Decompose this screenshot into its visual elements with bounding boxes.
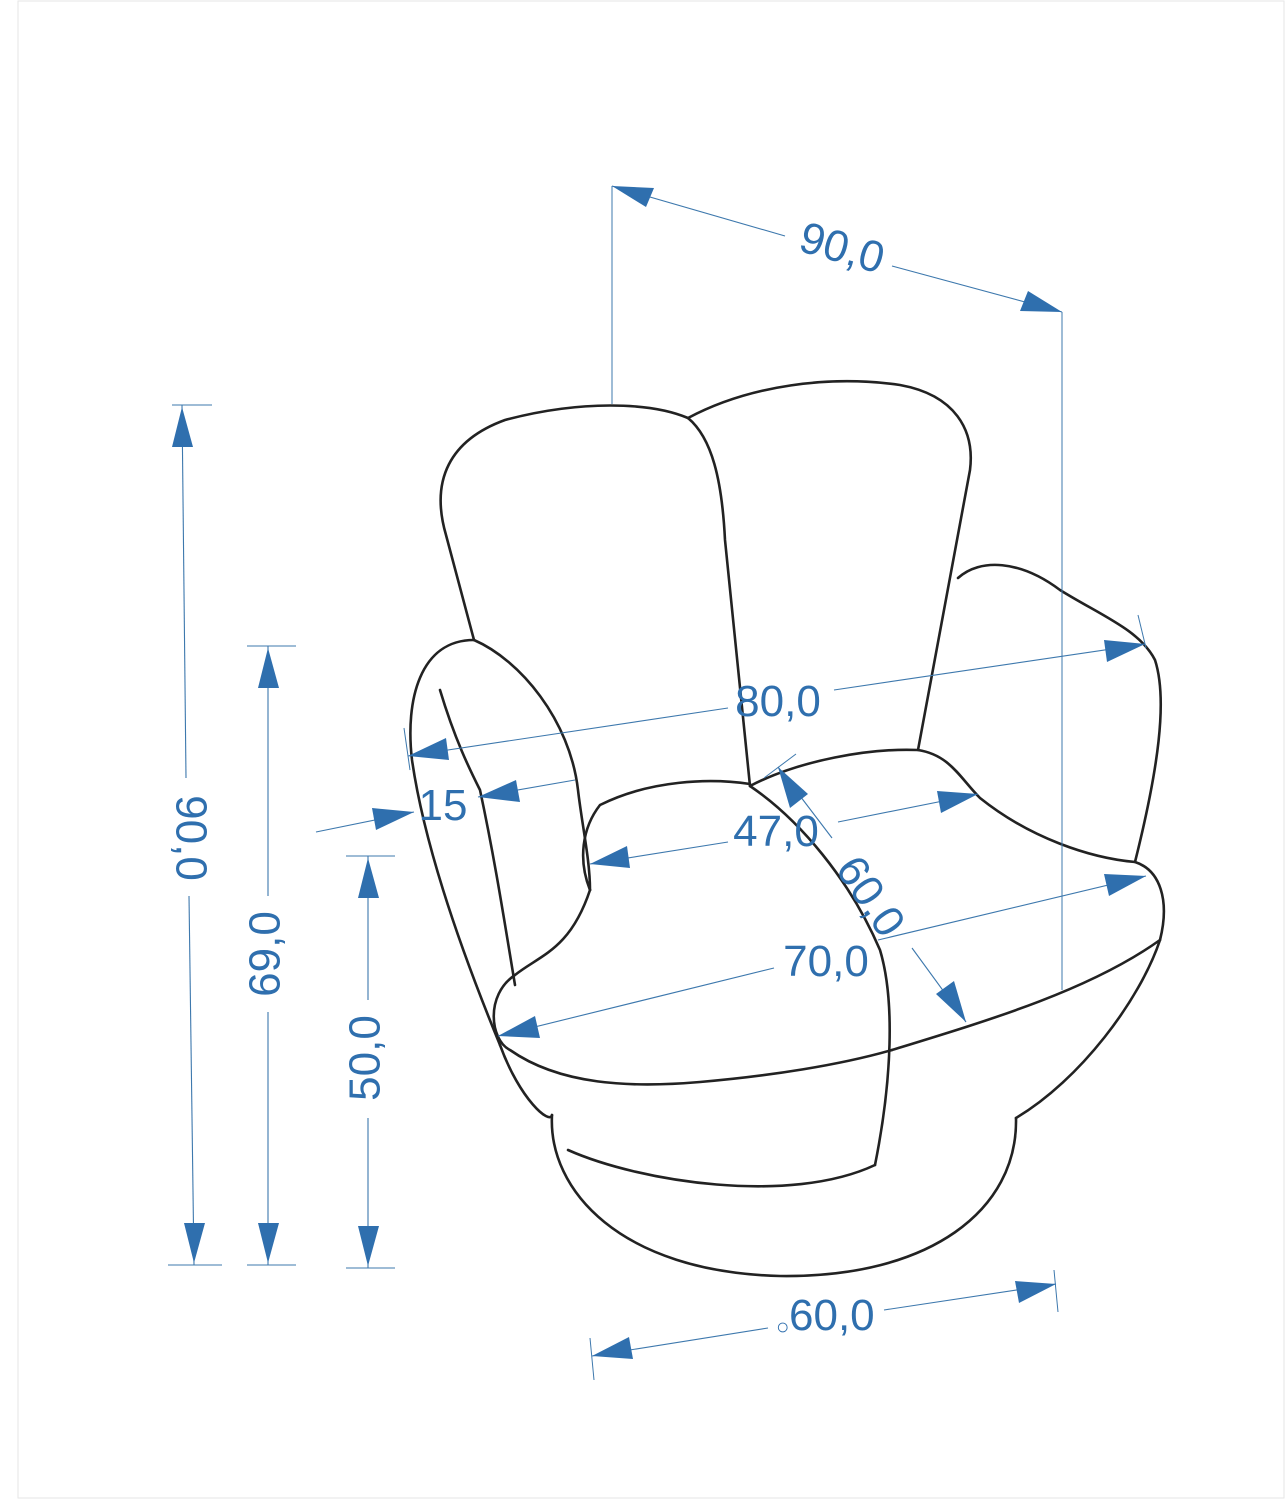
dim-seat-depth-label: 60,0 — [826, 847, 915, 945]
dim-inner-width: 80,0 — [403, 614, 1147, 771]
arrow-head — [1015, 1281, 1056, 1303]
dimension-lines: 90,0 90,0 69,0 — [166, 185, 1147, 1381]
arrow-head — [778, 767, 808, 808]
base-seam — [566, 1148, 877, 1188]
dim-width: 90,0 — [611, 185, 1063, 990]
left-armrest-inner — [472, 638, 592, 892]
dim-height-label: 90,0 — [166, 795, 215, 881]
arrow-head — [936, 981, 966, 1022]
seat-front-lip — [498, 1043, 554, 1119]
dim-width-label: 90,0 — [794, 213, 890, 284]
dim-seat-height: 50,0 — [341, 855, 395, 1269]
seat-center-seam — [748, 784, 891, 1167]
arrow-head — [1020, 291, 1062, 312]
arrow-head — [258, 1223, 279, 1263]
dim-base-diameter: ○ 60,0 — [589, 1269, 1059, 1381]
dim-height: 90,0 — [166, 404, 222, 1266]
back-center-seam — [686, 416, 752, 788]
back-right-panel — [686, 380, 973, 752]
dim-seat-front-width-label: 70,0 — [783, 937, 869, 986]
left-armrest — [409, 638, 502, 1047]
arrow-head — [592, 1337, 633, 1359]
arrow-head — [478, 780, 520, 802]
chair-outline — [409, 380, 1166, 1278]
dim-seat-width: 47,0 — [589, 791, 979, 868]
dim-seat-front-width: 70,0 — [497, 874, 1147, 1038]
seat-front-edge — [890, 938, 1162, 1052]
page-border — [17, 0, 1285, 1499]
dim-inner-width-label: 80,0 — [735, 677, 821, 726]
arrow-head — [1104, 640, 1145, 662]
arrow-head — [937, 791, 978, 813]
diameter-symbol: ○ — [776, 1314, 789, 1339]
arrow-head — [184, 1223, 205, 1263]
arrow-head — [408, 738, 449, 760]
right-armrest — [956, 563, 1166, 1120]
left-armrest-front — [438, 688, 517, 987]
arrow-head — [612, 186, 654, 207]
dim-seat-width-label: 47,0 — [733, 807, 819, 856]
arrow-head — [258, 648, 279, 688]
chair-base — [550, 1113, 1018, 1278]
arrow-head — [358, 1226, 379, 1266]
arrow-head — [1104, 874, 1146, 896]
seat-right-cushion — [748, 748, 1137, 864]
seat-left-front — [492, 888, 894, 1086]
seat-left-cushion — [581, 779, 752, 892]
arrow-head — [358, 858, 379, 898]
dim-armrest-height-label: 69,0 — [241, 911, 290, 997]
arrow-head — [498, 1016, 540, 1038]
dim-seat-height-label: 50,0 — [341, 1015, 390, 1101]
arrow-head — [590, 846, 630, 868]
dim-armrest-width-label: 15 — [419, 781, 468, 830]
arrow-head — [172, 407, 193, 447]
back-left-panel — [439, 404, 690, 642]
arrow-head — [372, 808, 414, 830]
dim-base-diameter-label: 60,0 — [789, 1291, 875, 1340]
dim-armrest-width: 15 — [315, 779, 576, 833]
dim-armrest-height: 69,0 — [241, 645, 296, 1266]
